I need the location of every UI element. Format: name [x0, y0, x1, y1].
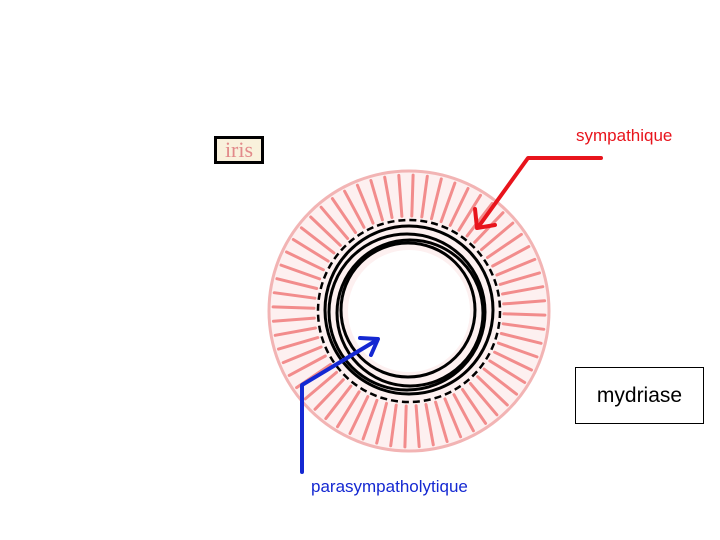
radial-fiber	[403, 404, 408, 449]
parasympatholytique-arrow-line	[300, 338, 379, 474]
radial-fiber	[281, 345, 323, 365]
radial-fiber	[355, 183, 375, 225]
parasympatholytique-arrow-head	[358, 336, 380, 357]
radial-fiber	[272, 291, 317, 300]
radial-fiber	[448, 187, 470, 227]
radial-fiber	[452, 393, 475, 433]
radial-fiber	[495, 257, 537, 277]
radial-fiber	[324, 384, 353, 421]
radial-fiber	[343, 189, 366, 229]
mydriase-box: mydriase	[575, 367, 704, 424]
radial-fiber	[493, 350, 533, 372]
radial-fiber	[271, 316, 316, 323]
radial-fiber	[488, 359, 527, 384]
radial-fiber	[279, 263, 322, 281]
radial-fiber	[476, 375, 509, 407]
radial-fiber	[369, 179, 384, 222]
radial-fiber	[430, 177, 443, 221]
radial-fiber	[482, 367, 519, 396]
radial-fiber	[501, 285, 545, 296]
radial-fiber	[424, 403, 435, 447]
radial-fiber	[271, 305, 316, 310]
radial-fiber	[439, 181, 457, 224]
radial-fiber	[414, 404, 421, 449]
sympathique-arrow-line	[477, 156, 603, 228]
radial-fiber	[498, 271, 541, 286]
radial-fiber	[273, 326, 317, 337]
radial-fiber	[420, 174, 429, 219]
radial-fiber	[383, 175, 394, 219]
parasympatholytique-label: parasympatholytique	[311, 477, 468, 496]
sphincter-ring	[339, 241, 477, 379]
radial-fiber	[309, 215, 342, 247]
radial-fiber	[277, 336, 320, 351]
radial-fiber	[348, 395, 370, 435]
radial-fiber	[397, 173, 404, 218]
radial-fiber	[443, 397, 463, 439]
sympathique-label: sympathique	[576, 126, 673, 145]
radial-fiber	[299, 226, 336, 255]
radial-fiber	[468, 382, 499, 417]
radial-fiber	[457, 193, 482, 232]
radial-fiber	[465, 201, 494, 238]
radial-fiber	[499, 332, 543, 345]
radial-fiber	[502, 312, 547, 317]
radial-fiber	[480, 221, 515, 252]
sphincter-rings	[323, 224, 495, 396]
radial-fiber	[410, 173, 415, 218]
sphincter-ring	[323, 224, 495, 396]
radial-fiber	[502, 299, 547, 306]
radial-fiber	[291, 238, 330, 263]
radial-fiber	[389, 403, 398, 448]
radial-fiber	[313, 378, 345, 411]
dilator-boundary-dashed	[316, 218, 502, 404]
radial-fiber	[496, 341, 539, 359]
radial-fiber	[285, 250, 325, 272]
radial-dilator-fibers	[271, 173, 547, 449]
radial-fiber	[375, 401, 388, 445]
sympathique-arrow-head	[473, 207, 497, 230]
iris-label: iris	[214, 136, 264, 164]
radial-fiber	[461, 388, 488, 425]
radial-fiber	[501, 322, 546, 331]
radial-fiber	[434, 400, 449, 443]
radial-fiber	[361, 398, 379, 441]
radial-fiber	[336, 390, 361, 429]
pupil	[348, 250, 470, 372]
radial-fiber	[330, 197, 357, 234]
sphincter-ring	[327, 232, 487, 392]
radial-fiber	[486, 232, 523, 259]
radial-fiber	[319, 205, 350, 240]
radial-fiber	[303, 370, 338, 401]
radial-fiber	[275, 277, 319, 290]
radial-fiber	[491, 245, 531, 268]
sphincter-ring	[335, 238, 485, 388]
radial-fiber	[287, 354, 327, 377]
